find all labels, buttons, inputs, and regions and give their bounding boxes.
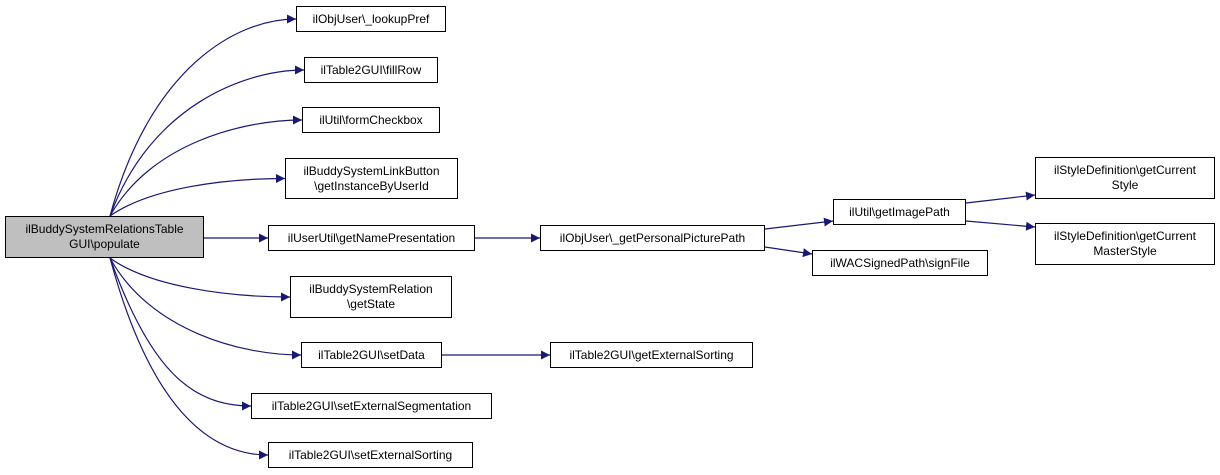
node-get-current-style-line2: Style <box>1111 178 1139 192</box>
node-get-current-style[interactable]: ilStyleDefinition\getCurrent Style <box>1035 157 1215 199</box>
edge-populate-to-getInstanceByUserId <box>109 174 286 217</box>
node-sign-file-label: ilWACSignedPath\signFile <box>830 255 970 270</box>
node-get-current-style-line1: ilStyleDefinition\getCurrent <box>1053 163 1197 177</box>
node-populate-line2: GUI\populate <box>69 237 140 251</box>
edge-populate-to-formCheckbox <box>109 115 303 217</box>
node-get-image-path[interactable]: ilUtil\getImagePath <box>833 199 966 225</box>
node-get-personal-picture-path[interactable]: ilObjUser\_getPersonalPicturePath <box>540 225 765 251</box>
node-get-state-line2: \getState <box>346 297 396 311</box>
edge-populate-to-fillRow <box>109 65 305 217</box>
node-get-external-sorting-label: ilTable2GUI\getExternalSorting <box>569 347 734 362</box>
node-get-name-presentation-label: ilUserUtil\getNamePresentation <box>287 230 456 245</box>
node-populate-line1: ilBuddySystemRelationsTable <box>25 222 184 236</box>
node-get-external-sorting[interactable]: ilTable2GUI\getExternalSorting <box>550 342 753 368</box>
edge-getImagePath-to-getCurrentStyle <box>965 191 1036 204</box>
node-lookup-pref-label: ilObjUser\_lookupPref <box>312 11 430 26</box>
edge-getPersonalPicturePath-to-getImagePath <box>764 217 834 230</box>
node-get-instance-by-user-id-line2: \getInstanceByUserId <box>314 178 429 193</box>
node-lookup-pref[interactable]: ilObjUser\_lookupPref <box>296 6 446 32</box>
node-set-external-segmentation-label: ilTable2GUI\setExternalSegmentation <box>271 398 472 413</box>
node-get-state-line1: ilBuddySystemRelation <box>309 282 433 296</box>
node-form-checkbox[interactable]: ilUtil\formCheckbox <box>302 107 440 133</box>
node-set-external-sorting-label: ilTable2GUI\setExternalSorting <box>288 447 453 462</box>
node-get-current-master-style-line2: MasterStyle <box>1093 244 1157 258</box>
node-set-data-label: ilTable2GUI\setData <box>318 347 425 362</box>
node-get-state[interactable]: ilBuddySystemRelation \getState <box>290 276 452 318</box>
edge-populate-to-getState <box>109 257 291 302</box>
node-get-name-presentation[interactable]: ilUserUtil\getNamePresentation <box>268 225 475 251</box>
node-fill-row[interactable]: ilTable2GUI\fillRow <box>304 57 438 83</box>
node-set-external-sorting[interactable]: ilTable2GUI\setExternalSorting <box>268 442 473 468</box>
node-populate[interactable]: ilBuddySystemRelationsTable GUI\populate <box>5 216 204 258</box>
edge-getImagePath-to-getCurrentMasterStyle <box>965 220 1036 231</box>
node-set-external-segmentation[interactable]: ilTable2GUI\setExternalSegmentation <box>251 393 492 419</box>
node-sign-file[interactable]: ilWACSignedPath\signFile <box>812 250 988 276</box>
node-get-current-master-style[interactable]: ilStyleDefinition\getCurrent MasterStyle <box>1035 223 1215 265</box>
node-form-checkbox-label: ilUtil\formCheckbox <box>319 112 423 127</box>
node-set-data[interactable]: ilTable2GUI\setData <box>301 342 442 368</box>
edge-getPersonalPicturePath-to-signFile <box>764 246 813 258</box>
node-get-image-path-label: ilUtil\getImagePath <box>849 204 950 219</box>
node-get-instance-by-user-id[interactable]: ilBuddySystemLinkButton \getInstanceByUs… <box>285 158 458 199</box>
node-get-personal-picture-path-label: ilObjUser\_getPersonalPicturePath <box>559 230 746 245</box>
edge-populate-to-lookupPref <box>109 14 297 217</box>
edge-populate-to-setExternalSegmentation <box>109 257 252 411</box>
node-fill-row-label: ilTable2GUI\fillRow <box>320 62 422 77</box>
node-get-instance-by-user-id-line1: ilBuddySystemLinkButton <box>303 163 440 178</box>
edge-populate-to-setExternalSorting <box>109 257 269 460</box>
edge-populate-to-setData <box>109 257 302 360</box>
node-get-current-master-style-line1: ilStyleDefinition\getCurrent <box>1053 229 1197 243</box>
